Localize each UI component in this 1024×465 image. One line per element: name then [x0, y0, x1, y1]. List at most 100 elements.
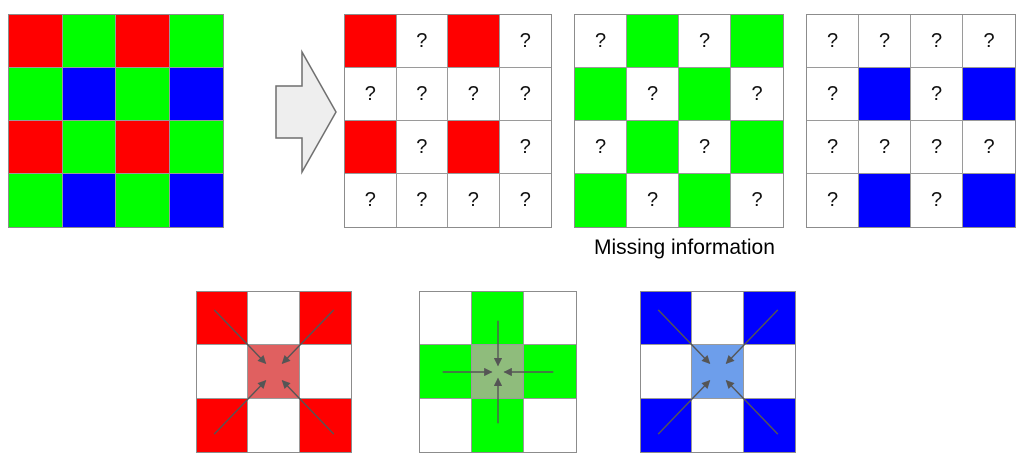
green-cell — [472, 398, 524, 452]
white-cell — [248, 292, 300, 346]
white-cell — [420, 292, 472, 346]
unknown-cell: ? — [911, 174, 963, 227]
green-cell — [524, 345, 576, 399]
green-cell — [9, 174, 63, 227]
red-cell — [448, 15, 500, 68]
unknown-cell: ? — [807, 68, 859, 121]
green-cell — [472, 292, 524, 346]
unknown-cell: ? — [807, 15, 859, 68]
green-cell — [679, 174, 731, 227]
blue-cell — [169, 68, 223, 121]
red-cell — [197, 398, 249, 452]
unknown-cell: ? — [448, 174, 500, 227]
estimated-center-cell — [692, 345, 744, 399]
green-cell — [627, 15, 679, 68]
blue-cell — [859, 68, 911, 121]
unknown-cell: ? — [911, 68, 963, 121]
green-cell — [62, 121, 116, 174]
green-cell — [169, 121, 223, 174]
green-interpolation-grid — [419, 291, 577, 453]
unknown-cell: ? — [859, 121, 911, 174]
red-cell — [299, 398, 351, 452]
unknown-cell: ? — [396, 121, 448, 174]
blue-cell — [963, 174, 1015, 227]
unknown-cell: ? — [499, 15, 551, 68]
unknown-cell: ? — [963, 15, 1015, 68]
white-cell — [197, 345, 249, 399]
red-cell — [197, 292, 249, 346]
red-cell — [299, 292, 351, 346]
blue-cell — [62, 68, 116, 121]
unknown-cell: ? — [731, 174, 783, 227]
missing-information-caption: Missing information — [594, 236, 775, 259]
blue-cell — [641, 292, 693, 346]
white-cell — [743, 345, 795, 399]
blue-cell — [963, 68, 1015, 121]
red-cell — [345, 121, 397, 174]
blue-cell — [62, 174, 116, 227]
white-cell — [420, 398, 472, 452]
unknown-cell: ? — [627, 174, 679, 227]
blue-channel-grid: ???????????? — [806, 14, 1016, 228]
unknown-cell: ? — [345, 174, 397, 227]
unknown-cell: ? — [345, 68, 397, 121]
unknown-cell: ? — [575, 121, 627, 174]
unknown-cell: ? — [499, 68, 551, 121]
blue-cell — [641, 398, 693, 452]
red-channel-grid: ???????????? — [344, 14, 552, 228]
red-cell — [116, 15, 170, 68]
green-cell — [169, 15, 223, 68]
white-cell — [524, 292, 576, 346]
unknown-cell: ? — [575, 15, 627, 68]
unknown-cell: ? — [499, 174, 551, 227]
red-cell — [9, 121, 63, 174]
unknown-cell: ? — [396, 15, 448, 68]
blue-cell — [169, 174, 223, 227]
red-cell — [116, 121, 170, 174]
green-cell — [575, 68, 627, 121]
white-cell — [692, 292, 744, 346]
unknown-cell: ? — [627, 68, 679, 121]
green-channel-grid: ???????? — [574, 14, 784, 228]
unknown-cell: ? — [679, 121, 731, 174]
split-arrow-icon — [275, 49, 337, 175]
green-cell — [679, 68, 731, 121]
unknown-cell: ? — [859, 15, 911, 68]
green-cell — [731, 15, 783, 68]
unknown-cell: ? — [499, 121, 551, 174]
white-cell — [641, 345, 693, 399]
red-cell — [448, 121, 500, 174]
unknown-cell: ? — [448, 68, 500, 121]
red-cell — [345, 15, 397, 68]
white-cell — [248, 398, 300, 452]
green-cell — [62, 15, 116, 68]
white-cell — [299, 345, 351, 399]
green-cell — [627, 121, 679, 174]
unknown-cell: ? — [396, 174, 448, 227]
red-interpolation-grid — [196, 291, 352, 453]
blue-cell — [743, 398, 795, 452]
estimated-center-cell — [472, 345, 524, 399]
red-cell — [9, 15, 63, 68]
white-cell — [692, 398, 744, 452]
unknown-cell: ? — [911, 121, 963, 174]
unknown-cell: ? — [911, 15, 963, 68]
blue-cell — [743, 292, 795, 346]
unknown-cell: ? — [963, 121, 1015, 174]
unknown-cell: ? — [807, 174, 859, 227]
white-cell — [524, 398, 576, 452]
blue-interpolation-grid — [640, 291, 796, 453]
unknown-cell: ? — [807, 121, 859, 174]
bayer-filter-grid — [8, 14, 224, 228]
green-cell — [575, 174, 627, 227]
green-cell — [9, 68, 63, 121]
blue-cell — [859, 174, 911, 227]
unknown-cell: ? — [731, 68, 783, 121]
green-cell — [116, 68, 170, 121]
unknown-cell: ? — [396, 68, 448, 121]
estimated-center-cell — [248, 345, 300, 399]
unknown-cell: ? — [679, 15, 731, 68]
green-cell — [731, 121, 783, 174]
green-cell — [420, 345, 472, 399]
green-cell — [116, 174, 170, 227]
